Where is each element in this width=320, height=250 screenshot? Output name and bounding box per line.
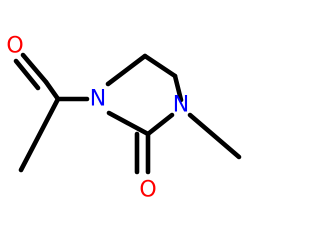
bond-n2-methyl bbox=[187, 112, 242, 160]
atom-label-o-acyl: O bbox=[6, 34, 23, 59]
bond-ring-c-n1 bbox=[106, 110, 151, 137]
atom-label-n2: N bbox=[173, 93, 189, 118]
atom-label-n1: N bbox=[90, 87, 106, 112]
bond-ring-ch2-ch2 bbox=[142, 53, 178, 79]
bond-acyl-c-o-double-b bbox=[13, 58, 41, 91]
bond-n2-ring-c bbox=[145, 112, 175, 137]
bond-ch2-carbonyl-c bbox=[43, 79, 61, 102]
background bbox=[0, 0, 250, 250]
bond-acyl-c-o-double-a bbox=[20, 52, 49, 85]
bond-ring-ch2-n2 bbox=[172, 73, 184, 103]
bond-n1-ring-ch2 bbox=[105, 53, 148, 87]
bond-ethyl-ch3-ch2 bbox=[18, 96, 61, 173]
chemical-structure: N N O O bbox=[0, 0, 250, 250]
atom-label-o-ring: O bbox=[139, 178, 156, 203]
